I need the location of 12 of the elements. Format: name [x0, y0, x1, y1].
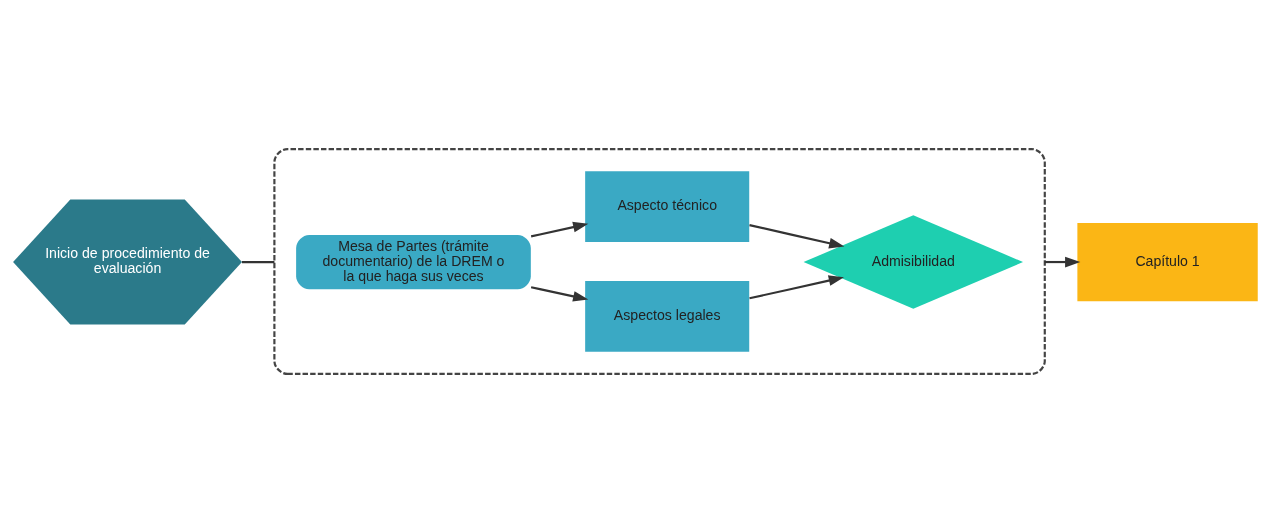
connector: [242, 260, 275, 263]
arrow: [1044, 256, 1081, 267]
arrow: [749, 274, 844, 299]
arrow: [749, 223, 845, 248]
node-box: Aspectos legales: [585, 280, 750, 352]
node-box: Aspecto técnico: [585, 170, 750, 242]
arrow: [530, 285, 589, 302]
arrow: [530, 221, 589, 237]
node-box: Mesa de Partes (trámite documentario) de la DREM o la que haga sus veces: [296, 234, 531, 289]
node-diamond: Admisibilidad: [803, 214, 1024, 309]
node-box: Capítulo 1: [1077, 222, 1258, 301]
cluster: [273, 147, 1046, 375]
